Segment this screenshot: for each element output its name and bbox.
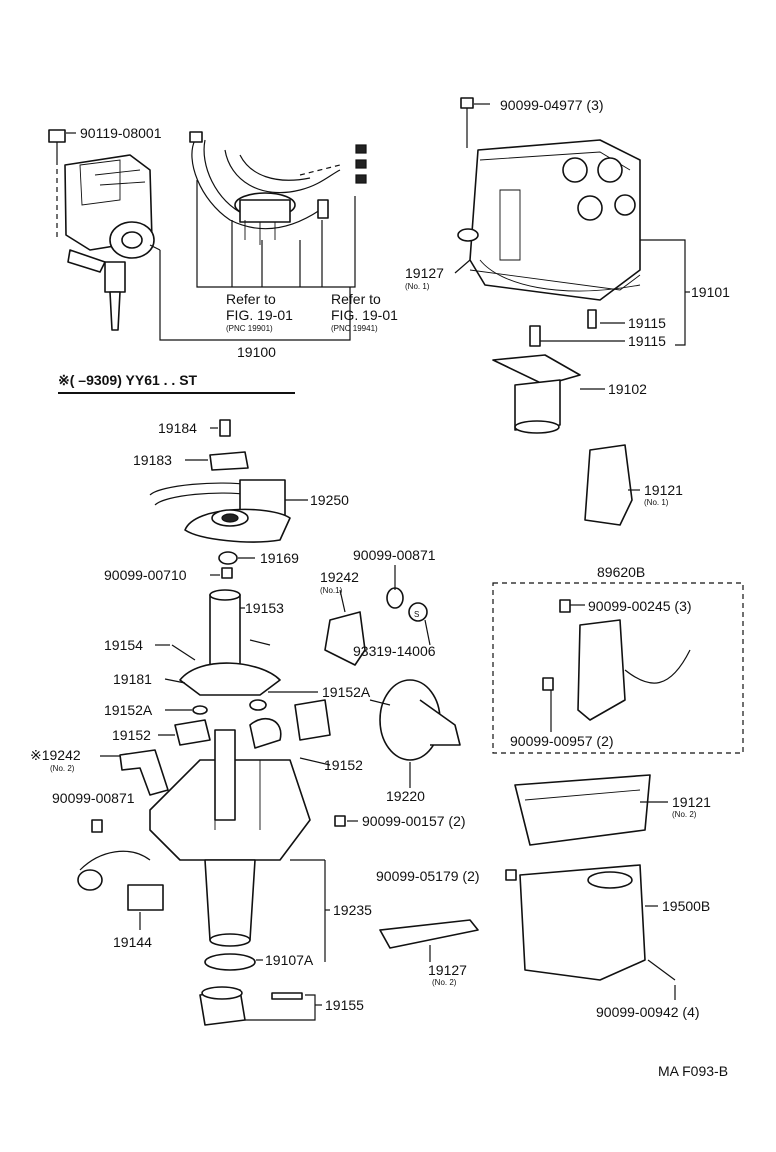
- bracket-19127-no2: [379, 919, 479, 949]
- bracket-19242-no1: [324, 611, 366, 666]
- label-19184: 19184: [158, 420, 197, 436]
- fig-ref-b: FIG. 19-01: [331, 307, 398, 323]
- label-93319-14006: 93319-14006: [353, 643, 436, 659]
- label-19100: 19100: [237, 344, 276, 360]
- label-90099-00957: 90099-00957 (2): [510, 733, 614, 749]
- weight-19152-a: [174, 719, 211, 746]
- label-90099-00871-a: 90099-00871: [353, 547, 436, 563]
- label-89620B: 89620B: [597, 564, 645, 580]
- label-19152-a: 19152: [112, 727, 151, 743]
- label-19127-no2: 19127: [428, 962, 467, 978]
- label-19169: 19169: [260, 550, 299, 566]
- part-19183: [209, 451, 249, 471]
- coil-19144-illustration: [77, 850, 164, 911]
- label-19154: 19154: [104, 637, 143, 653]
- label-19121-no1: 19121: [644, 482, 683, 498]
- label-19144: 19144: [113, 934, 152, 950]
- note-no2-c: (No. 2): [432, 978, 457, 987]
- label-19152A-a: 19152A: [104, 702, 153, 718]
- clip-19152A-a: [192, 705, 208, 715]
- note-no1-b: (No. 1): [644, 498, 669, 507]
- label-19220: 19220: [386, 788, 425, 804]
- screw-90099-00871-b: [91, 819, 103, 833]
- pnc-ref-a: (PNC 19901): [226, 324, 273, 333]
- label-90119-08001: 90119-08001: [80, 125, 162, 141]
- label-19121-no2: 19121: [672, 794, 711, 810]
- label-90099-05179: 90099-05179 (2): [376, 868, 480, 884]
- connector-part: [294, 699, 331, 741]
- gear-19155-illustration: [199, 986, 303, 1026]
- ignition-cords-illustration: [189, 131, 367, 245]
- igniter-illustration: [577, 619, 626, 721]
- label-19500B: 19500B: [662, 898, 710, 914]
- label-90099-00710: 90099-00710: [104, 567, 187, 583]
- screw-90099-00942: [647, 959, 676, 981]
- note-no1-c: (No.1): [320, 586, 343, 595]
- diagram-code: MA F093-B: [658, 1063, 728, 1079]
- label-90099-00942: 90099-00942 (4): [596, 1004, 700, 1020]
- cover-19121-no2: [514, 774, 651, 846]
- note-no2-a: (No. 2): [50, 764, 75, 773]
- label-19107A: 19107A: [265, 952, 314, 968]
- igniter-group-box: [492, 582, 744, 754]
- distributor-assembly-illustration: [48, 129, 161, 331]
- refer-to-a: Refer to: [226, 291, 276, 307]
- s-mark: S: [414, 610, 419, 619]
- label-19155: 19155: [325, 997, 364, 1013]
- label-19242-no2: ※19242: [30, 747, 81, 763]
- bracket-19242-no2: [119, 749, 169, 796]
- refer-to-b: Refer to: [331, 291, 381, 307]
- label-19242-no1: 19242: [320, 569, 359, 585]
- label-90099-00245: 90099-00245 (3): [588, 598, 692, 614]
- note-no1-a: (No. 1): [405, 282, 430, 291]
- label-19183: 19183: [133, 452, 172, 468]
- label-19101: 19101: [691, 284, 730, 300]
- label-19115-a: 19115: [628, 315, 666, 331]
- screw-90099-05179: [505, 869, 517, 881]
- fig-ref-a: FIG. 19-01: [226, 307, 293, 323]
- label-19115-b: 19115: [628, 333, 666, 349]
- label-90099-00157: 90099-00157 (2): [362, 813, 466, 829]
- screw-90099-00871-a: [386, 587, 404, 609]
- screw-90099-00157: [334, 815, 346, 827]
- distributor-housing-illustration: [149, 729, 311, 971]
- label-19235: 19235: [333, 902, 372, 918]
- washer-19169: [218, 551, 238, 565]
- screw-19184: [219, 419, 231, 437]
- rotor-illustration: [492, 354, 581, 434]
- pnc-ref-b: (PNC 19941): [331, 324, 378, 333]
- clip-19152A-b: [249, 699, 267, 711]
- vacuum-advancer-illustration: [369, 679, 461, 761]
- label-19102: 19102: [608, 381, 647, 397]
- section-header: ※( –9309) YY61 . . ST: [58, 372, 198, 388]
- label-90099-04977: 90099-04977 (3): [500, 97, 604, 113]
- housing-19500B: [519, 864, 646, 981]
- label-19250: 19250: [310, 492, 349, 508]
- label-90099-00871-b: 90099-00871: [52, 790, 135, 806]
- note-no2-b: (No. 2): [672, 810, 697, 819]
- distributor-cap-illustration: [457, 97, 641, 347]
- label-19181: 19181: [113, 671, 152, 687]
- label-19153: 19153: [245, 600, 284, 616]
- signal-generator-illustration: [149, 479, 291, 543]
- cover-19121-no1: [584, 444, 633, 526]
- screw-90099-00710: [221, 567, 233, 579]
- governor-shaft-illustration: [171, 589, 281, 696]
- label-19152-b: 19152: [324, 757, 363, 773]
- label-19152A-b: 19152A: [322, 684, 371, 700]
- label-19127-no1: 19127: [405, 265, 444, 281]
- weight-19152-b: [249, 717, 282, 749]
